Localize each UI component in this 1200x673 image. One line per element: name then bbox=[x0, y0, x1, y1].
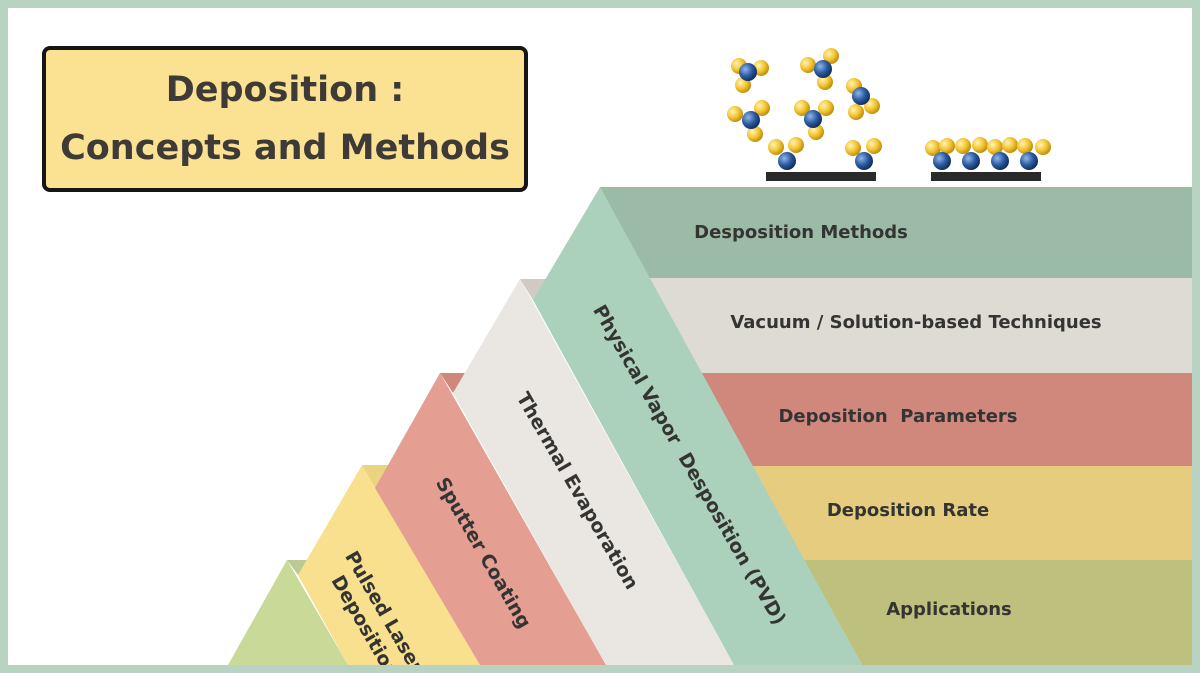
gold-atom bbox=[864, 98, 880, 114]
gold-atom bbox=[800, 57, 816, 73]
blue-atom bbox=[778, 152, 796, 170]
gold-atom bbox=[818, 100, 834, 116]
gold-atom bbox=[925, 140, 941, 156]
band-deposition-rate: Deposition Rate bbox=[752, 466, 1192, 560]
gold-atom bbox=[808, 124, 824, 140]
blue-atom bbox=[933, 152, 951, 170]
gold-atom bbox=[1002, 137, 1018, 153]
blue-atom bbox=[852, 87, 870, 105]
strip-shape bbox=[228, 560, 348, 665]
gold-atom bbox=[866, 138, 882, 154]
band-label: Deposition Rate bbox=[827, 500, 989, 521]
strip-shape bbox=[533, 187, 862, 665]
gold-atom bbox=[955, 138, 971, 154]
blue-atom bbox=[739, 63, 757, 81]
band-shape bbox=[752, 466, 1192, 560]
title-box: Deposition : Concepts and Methods bbox=[42, 46, 528, 192]
layered-diagram: Desposition Methods Vacuum / Solution-ba… bbox=[228, 48, 1192, 665]
band-label: Deposition Parameters bbox=[778, 406, 1017, 427]
gold-atom bbox=[817, 74, 833, 90]
band-shape bbox=[700, 373, 1192, 466]
gold-atom bbox=[1017, 138, 1033, 154]
blue-atom bbox=[991, 152, 1009, 170]
blue-atom bbox=[804, 110, 822, 128]
strip-pulsed-laser-deposition: Pulsed Laser Deposition bbox=[298, 465, 480, 665]
blue-atom bbox=[814, 60, 832, 78]
strip-shape bbox=[375, 373, 606, 665]
gold-atom bbox=[1035, 139, 1051, 155]
band-applications: Applications bbox=[804, 560, 1192, 665]
gold-atom bbox=[972, 137, 988, 153]
strip-cap bbox=[440, 373, 466, 393]
gold-atom bbox=[794, 100, 810, 116]
atoms-in-flight-icon bbox=[727, 48, 1051, 170]
blue-atom bbox=[855, 152, 873, 170]
band-shape bbox=[600, 187, 1192, 278]
gold-atom bbox=[727, 106, 743, 122]
band-vacuum-solution-based-techniques: Vacuum / Solution-based Techniques bbox=[648, 278, 1192, 373]
gold-atom bbox=[754, 100, 770, 116]
gold-atom bbox=[848, 104, 864, 120]
gold-atom bbox=[747, 126, 763, 142]
gold-atom bbox=[987, 139, 1003, 155]
gold-atom bbox=[823, 48, 839, 64]
band-shape bbox=[648, 278, 1192, 373]
band-label: Applications bbox=[886, 599, 1012, 620]
gold-atom bbox=[768, 139, 784, 155]
blue-atom bbox=[962, 152, 980, 170]
band-label: Desposition Methods bbox=[694, 222, 908, 243]
band-shape bbox=[804, 560, 1192, 665]
deposited-film-icon bbox=[931, 172, 1041, 181]
title-line-2: Concepts and Methods bbox=[60, 128, 510, 168]
blue-atom bbox=[1020, 152, 1038, 170]
title-line-1: Deposition : bbox=[165, 70, 405, 110]
gold-atom bbox=[939, 138, 955, 154]
gold-atom bbox=[788, 137, 804, 153]
strip-cap bbox=[520, 279, 546, 300]
gold-atom bbox=[735, 77, 751, 93]
strip-shape bbox=[453, 279, 734, 665]
strip-shape bbox=[298, 465, 480, 665]
infographic-canvas: Deposition : Concepts and Methods Despos… bbox=[8, 8, 1192, 665]
strip-cap bbox=[362, 465, 391, 488]
blue-atom bbox=[742, 111, 760, 129]
band-deposition-parameters: Deposition Parameters bbox=[700, 373, 1192, 466]
band-desposition-methods: Desposition Methods bbox=[600, 187, 1192, 278]
substrate-icon bbox=[766, 172, 876, 181]
gold-atom bbox=[845, 140, 861, 156]
band-label: Vacuum / Solution-based Techniques bbox=[730, 312, 1101, 333]
